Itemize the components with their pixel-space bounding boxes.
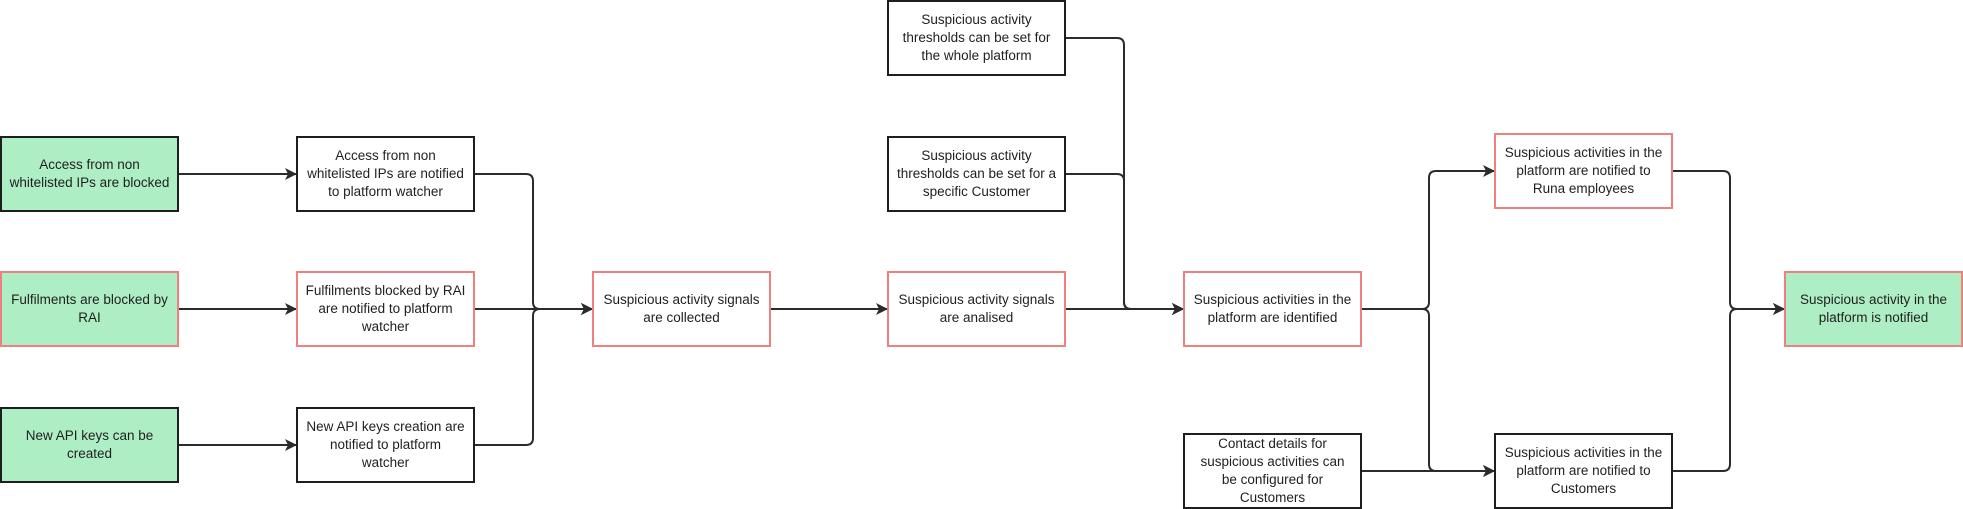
node-thresholds-customer: Suspicious activity thresholds can be se…: [887, 136, 1066, 212]
node-fulfilments-notified: Fulfilments blocked by RAI are notified …: [296, 271, 475, 347]
edge-identified-to-customers: [1361, 308, 1495, 477]
node-platform-notified: Suspicious activity in the platform is n…: [1784, 271, 1963, 347]
node-signals-collected: Suspicious activity signals are collecte…: [592, 271, 771, 347]
edge-customers-to-platform-notified: [1672, 303, 1785, 472]
edge-api-keys-notified-to-collected: [474, 303, 593, 446]
node-api-keys-created: New API keys can be created: [0, 407, 179, 483]
edge-access-notified-to-collected: [474, 173, 593, 315]
node-activities-identified: Suspicious activities in the platform ar…: [1183, 271, 1362, 347]
node-fulfilments-blocked: Fulfilments are blocked by RAI: [0, 271, 179, 347]
node-notified-employees: Suspicious activities in the platform ar…: [1494, 133, 1673, 209]
node-notified-customers: Suspicious activities in the platform ar…: [1494, 433, 1673, 509]
edge-identified-to-employees: [1361, 165, 1495, 310]
node-thresholds-platform: Suspicious activity thresholds can be se…: [887, 0, 1066, 76]
node-access-notified: Access from non whitelisted IPs are noti…: [296, 136, 475, 212]
node-contact-details: Contact details for suspicious activitie…: [1183, 433, 1362, 509]
node-access-blocked: Access from non whitelisted IPs are bloc…: [0, 136, 179, 212]
edge-employees-to-platform-notified: [1672, 170, 1785, 315]
edge-thresholds-customer-to-identified: [1065, 173, 1184, 315]
node-signals-analised: Suspicious activity signals are analised: [887, 271, 1066, 347]
node-api-keys-notified: New API keys creation are notified to pl…: [296, 407, 475, 483]
